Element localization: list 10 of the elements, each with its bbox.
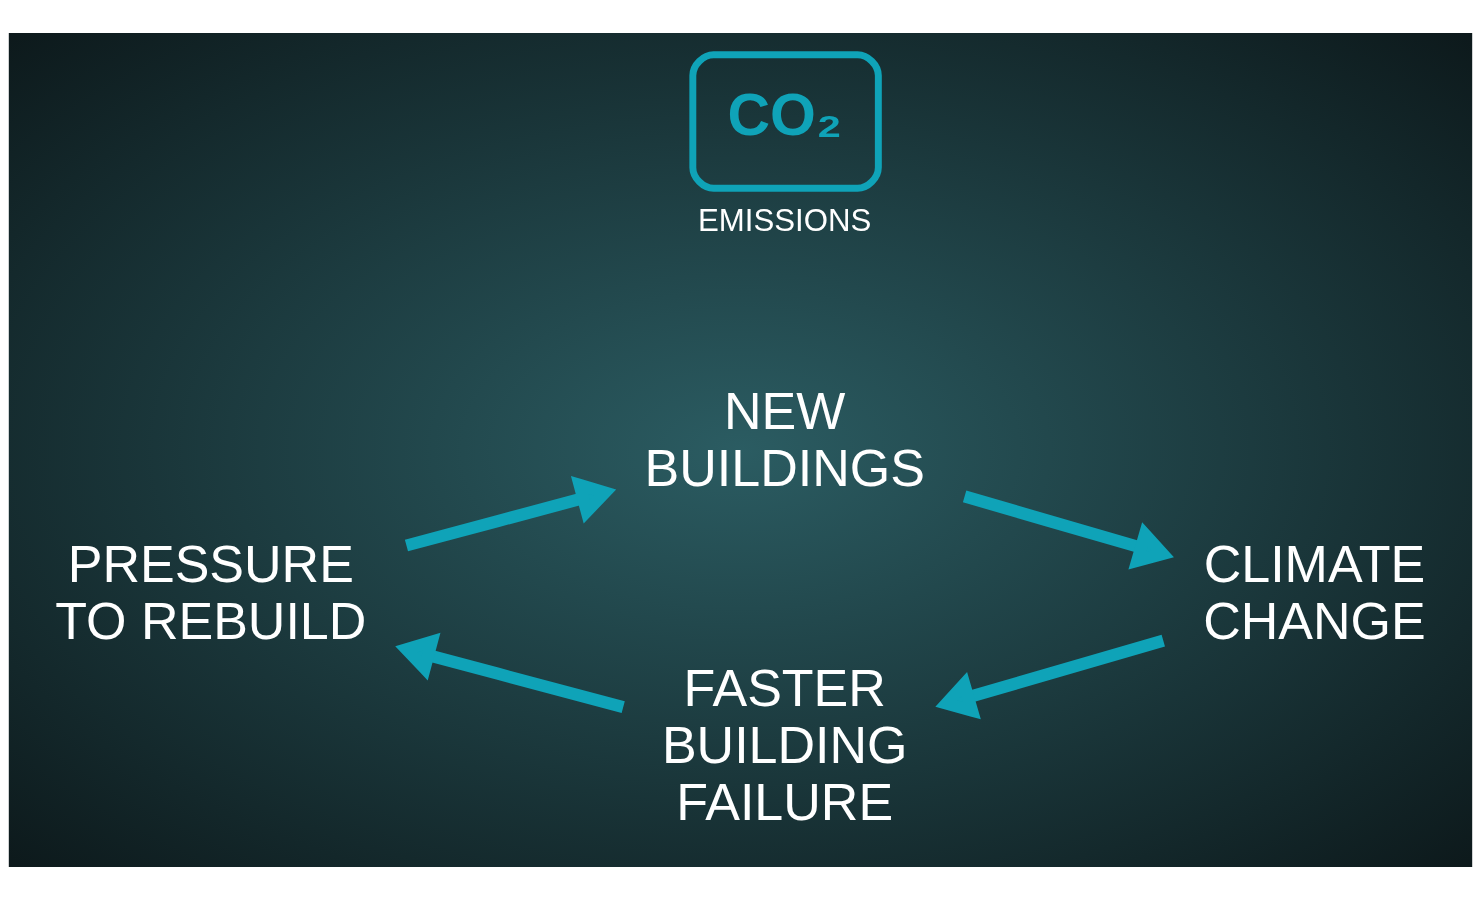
- arrow: [404, 476, 617, 552]
- arrow: [935, 634, 1165, 720]
- node-label: EMISSIONS: [698, 202, 872, 238]
- node-text: CLIMATE CHANGE: [1203, 534, 1426, 650]
- arrow: [962, 490, 1174, 570]
- arrow: [395, 632, 625, 714]
- node-text: NEW BUILDINGS: [644, 382, 925, 498]
- node-text: FASTER BUILDING FAILURE: [661, 658, 908, 832]
- node-box: CO₂: [689, 51, 882, 192]
- node-text: PRESSURE TO REBUILD: [55, 534, 367, 650]
